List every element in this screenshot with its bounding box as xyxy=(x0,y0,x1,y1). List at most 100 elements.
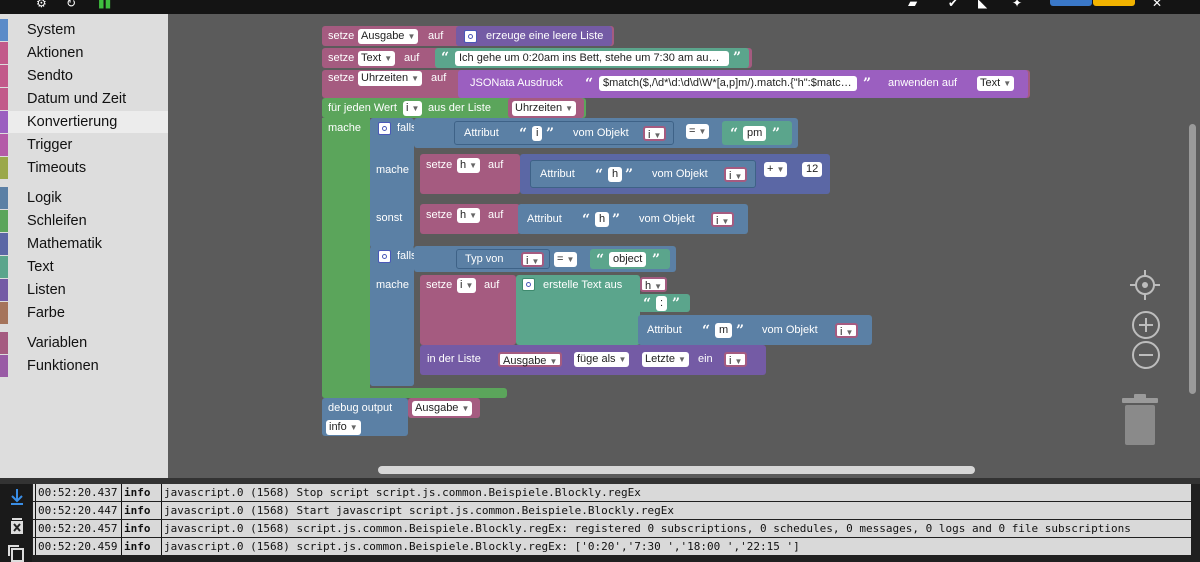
list-insert-block[interactable]: in der Liste Ausgabe▼ füge als▼ Letzte▼ … xyxy=(420,345,766,375)
variable-dropdown[interactable]: h▼ xyxy=(640,277,668,292)
if-block[interactable]: falls mache xyxy=(370,246,417,386)
string-field[interactable]: object xyxy=(609,252,647,267)
crosshair-icon[interactable] xyxy=(1128,268,1162,302)
jsonata-block[interactable]: JSONata Ausdruck “ $match($,/\d*\d:\d\d\… xyxy=(458,70,1028,98)
ein-label: ein xyxy=(698,353,713,365)
operator-dropdown[interactable]: +▼ xyxy=(764,162,788,177)
category-label: Logik xyxy=(27,190,62,206)
refresh-icon[interactable]: ↻ xyxy=(66,0,77,10)
attribute-block[interactable]: Attribut “ i ” vom Objekt i▼ xyxy=(454,121,674,145)
variable-dropdown[interactable]: i▼ xyxy=(457,278,477,293)
zoom-out-icon[interactable] xyxy=(1131,340,1161,370)
toolbox-category-system[interactable]: System xyxy=(0,19,168,41)
text-block[interactable]: “ pm ” xyxy=(722,121,792,145)
settings-icon[interactable]: ⚙ xyxy=(36,0,47,10)
number-field[interactable]: 12 xyxy=(802,162,823,177)
log-panel-divider[interactable] xyxy=(0,478,1200,484)
toolbox-category-schleifen[interactable]: Schleifen xyxy=(0,210,168,232)
mutator-gear-icon[interactable] xyxy=(378,250,391,263)
toolbox-category-mathematik[interactable]: Mathematik xyxy=(0,233,168,255)
mutator-gear-icon[interactable] xyxy=(522,278,535,291)
variable-dropdown[interactable]: Text▼ xyxy=(977,76,1015,91)
zoom-in-icon[interactable] xyxy=(1131,310,1161,340)
mutator-gear-icon[interactable] xyxy=(378,122,391,135)
variable-dropdown[interactable]: h▼ xyxy=(457,208,481,223)
variable-dropdown[interactable]: i▼ xyxy=(643,126,667,141)
string-field[interactable]: pm xyxy=(743,126,767,141)
create-text-block[interactable]: erstelle Text aus xyxy=(516,275,640,345)
auf-label: auf xyxy=(428,30,444,42)
jsonata-expression-field[interactable]: $match($,/\d*\d:\d\d\W*[a,p]m/).match.{"… xyxy=(599,76,857,91)
toolbox-category-farbe[interactable]: Farbe xyxy=(0,302,168,324)
variable-dropdown[interactable]: Text▼ xyxy=(358,51,396,66)
toolbox-category-datum-und-zeit[interactable]: Datum und Zeit xyxy=(0,88,168,110)
set-variable-block[interactable]: setze h▼ auf xyxy=(420,154,520,194)
variable-dropdown[interactable]: i▼ xyxy=(403,101,423,116)
close-icon[interactable]: ✕ xyxy=(1152,0,1163,10)
text-block[interactable]: “ Ich gehe um 0:20am ins Bett, stehe um … xyxy=(435,48,749,68)
variable-dropdown[interactable]: i▼ xyxy=(724,167,748,182)
attribute-block[interactable]: Attribut “ h ” vom Objekt i▼ xyxy=(530,160,756,188)
variable-dropdown[interactable]: Ausgabe▼ xyxy=(498,352,563,367)
position-dropdown[interactable]: Letzte▼ xyxy=(642,352,689,367)
text-block[interactable]: “ : ” xyxy=(638,294,690,312)
set-variable-block[interactable]: setze i▼ auf xyxy=(420,275,516,345)
variable-dropdown[interactable]: i▼ xyxy=(835,323,859,338)
string-field[interactable]: m xyxy=(715,323,733,338)
debug-output-block[interactable]: debug output info▼ xyxy=(322,398,408,436)
horizontal-scrollbar[interactable] xyxy=(378,466,975,474)
clear-log-icon[interactable] xyxy=(9,517,25,535)
toolbox-category-logik[interactable]: Logik xyxy=(0,187,168,209)
create-empty-list-block[interactable]: erzeuge eine leere Liste xyxy=(456,26,612,46)
variable-get-block[interactable]: Uhrzeiten▼ xyxy=(508,98,584,118)
string-field[interactable]: h xyxy=(608,167,623,182)
variable-dropdown[interactable]: Ausgabe▼ xyxy=(358,29,419,44)
variable-dropdown[interactable]: Uhrzeiten▼ xyxy=(358,71,422,86)
warning-badge[interactable] xyxy=(1093,0,1135,6)
check-icon[interactable]: ✔ xyxy=(948,0,959,10)
toolbox-category-variablen[interactable]: Variablen xyxy=(0,332,168,354)
string-field[interactable]: : xyxy=(656,296,668,311)
mutator-gear-icon[interactable] xyxy=(464,30,477,43)
copy-icon[interactable] xyxy=(7,544,25,562)
vertical-scrollbar[interactable] xyxy=(1189,124,1196,394)
toolbox-category-trigger[interactable]: Trigger xyxy=(0,134,168,156)
string-field[interactable]: i xyxy=(532,126,543,141)
variable-dropdown[interactable]: i▼ xyxy=(521,252,545,267)
mode-dropdown[interactable]: füge als▼ xyxy=(574,352,630,367)
operator-dropdown[interactable]: =▼ xyxy=(686,124,710,139)
info-badge[interactable] xyxy=(1050,0,1092,6)
string-field[interactable]: h xyxy=(595,212,610,227)
variable-dropdown[interactable]: i▼ xyxy=(711,212,735,227)
log-level-dropdown[interactable]: info▼ xyxy=(326,420,361,435)
type-of-block[interactable]: Typ von i▼ xyxy=(456,249,550,269)
variable-dropdown[interactable]: h▼ xyxy=(457,158,481,173)
text-block[interactable]: “ object ” xyxy=(590,249,670,269)
toolbox-category-text[interactable]: Text xyxy=(0,256,168,278)
toolbox-category-listen[interactable]: Listen xyxy=(0,279,168,301)
variable-dropdown[interactable]: Ausgabe▼ xyxy=(412,401,473,416)
toolbox-category-sendto[interactable]: Sendto xyxy=(0,65,168,87)
text-value-field[interactable]: Ich gehe um 0:20am ins Bett, stehe um 7:… xyxy=(455,51,729,66)
operator-dropdown[interactable]: =▼ xyxy=(554,252,578,267)
run-icon[interactable]: ▮▮ xyxy=(98,0,112,10)
variable-dropdown[interactable]: i▼ xyxy=(724,352,748,367)
comment-icon[interactable]: ◣ xyxy=(978,0,988,10)
toolbox-category-aktionen[interactable]: Aktionen xyxy=(0,42,168,64)
export-icon[interactable]: ▰ xyxy=(908,0,918,10)
toolbox-category-funktionen[interactable]: Funktionen xyxy=(0,355,168,377)
if-else-block[interactable]: falls mache sonst xyxy=(370,118,417,248)
open-quote-icon: “ xyxy=(519,126,528,142)
set-variable-block[interactable]: setze h▼ auf xyxy=(420,204,520,234)
top-toolbar: ⚙ ↻ ▮▮ ▰ ✔ ◣ ✦ ✕ xyxy=(0,0,1200,14)
scroll-down-icon[interactable] xyxy=(9,488,25,506)
toolbox-category-konvertierung[interactable]: Konvertierung xyxy=(0,111,168,133)
variable-get-block[interactable]: Ausgabe▼ xyxy=(408,398,480,418)
attribute-block[interactable]: Attribut “ m ” vom Objekt i▼ xyxy=(638,315,872,345)
trash-icon[interactable] xyxy=(1118,392,1162,448)
sparkle-icon[interactable]: ✦ xyxy=(1012,0,1023,10)
blockly-workspace[interactable]: setze Ausgabe▼ auf erzeuge eine leere Li… xyxy=(168,14,1200,478)
attribute-block[interactable]: Attribut “ h ” vom Objekt i▼ xyxy=(518,204,748,234)
variable-dropdown[interactable]: Uhrzeiten▼ xyxy=(512,101,576,116)
toolbox-category-timeouts[interactable]: Timeouts xyxy=(0,157,168,179)
